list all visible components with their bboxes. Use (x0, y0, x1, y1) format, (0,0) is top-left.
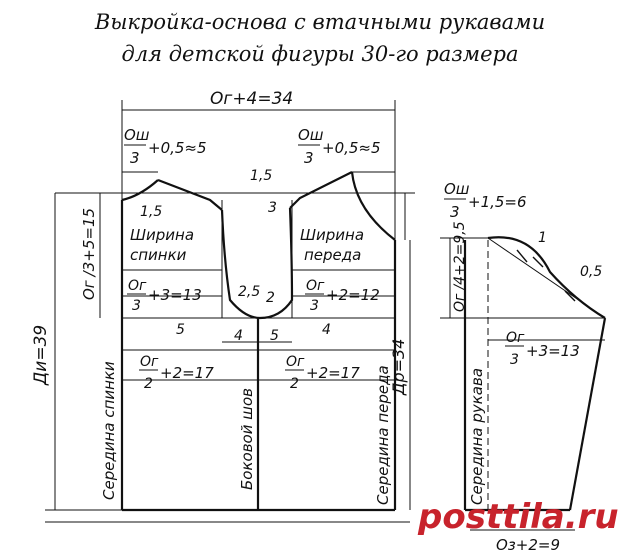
shoulder-suffix: +1,5=6 (468, 193, 527, 211)
front-half-og-num: Ог (286, 354, 305, 370)
di-label: Ди=39 (31, 325, 51, 386)
value-5-bottom: 5 (270, 328, 279, 344)
front-neck-suffix: +0,5≈5 (322, 139, 381, 157)
value-1-5-left: 1,5 (140, 204, 162, 220)
back-neck-curve (121, 179, 159, 202)
value-4-bottom: 4 (234, 328, 243, 344)
side-seam-label: Боковой шов (238, 388, 256, 490)
back-width-suffix: +3=13 (148, 286, 202, 304)
cap-mark-3 (564, 290, 576, 302)
value-1: 1 (538, 230, 547, 246)
front-width-label-1: Ширина (300, 226, 364, 244)
armhole-depth-label: Ог/3+5=15 (80, 208, 98, 300)
value-4-right: 4 (322, 322, 331, 338)
armhole-og-den: 3 (80, 262, 98, 272)
mid-sleeve-label: Середина рукава (468, 368, 486, 505)
front-width-label-2: переда (304, 246, 361, 264)
front-og-den: 3 (310, 298, 319, 314)
watermark-logo: posttila.ru (417, 497, 619, 537)
value-2: 2 (266, 290, 275, 306)
value-2-5: 2,5 (238, 284, 260, 300)
cap-mark-2 (532, 256, 544, 268)
armhole-curve (220, 207, 294, 320)
front-osh-num: Ош (298, 126, 324, 144)
back-half-og-den: 2 (144, 376, 153, 392)
dr-label: Др=34 (389, 339, 408, 396)
front-width-suffix: +2=12 (326, 286, 380, 304)
sleeve-underarm (568, 317, 607, 511)
shoulder-osh-den: 3 (450, 203, 460, 221)
value-1-5-top: 1,5 (250, 168, 272, 184)
sleeve-outline (440, 236, 607, 531)
value-0-5: 0,5 (580, 264, 602, 280)
sleeve-cap-suffix: +2=9,5 (452, 221, 468, 276)
back-osh-num: Ош (124, 126, 150, 144)
sleeve-cap-label: Ог/4+2=9,5 (452, 221, 468, 312)
title-line-2: для детской фигуры 30-го размера (121, 42, 519, 66)
back-half-suffix: +2=17 (160, 364, 214, 382)
wrist-label: Оз+2=9 (496, 536, 560, 554)
back-neck-suffix: +0,5≈5 (148, 139, 207, 157)
value-3: 3 (268, 200, 277, 216)
back-osh-den: 3 (130, 149, 140, 167)
cap-mark-1 (516, 249, 528, 263)
front-shoulder-line (289, 171, 353, 209)
front-og-num: Ог (306, 278, 325, 294)
front-half-suffix: +2=17 (306, 364, 360, 382)
sleeve-cap-chord (487, 237, 606, 319)
back-og-den: 3 (132, 298, 141, 314)
title-line-1: Выкройка-основа с втачными рукавами (94, 10, 546, 34)
back-og-num: Ог (128, 278, 147, 294)
value-5-left: 5 (176, 322, 185, 338)
armhole-depth-suffix: +5=15 (80, 208, 98, 262)
mid-front-label: Середина переда (374, 365, 392, 505)
back-half-og-num: Ог (140, 354, 159, 370)
front-neck-curve (350, 171, 396, 241)
front-osh-den: 3 (304, 149, 314, 167)
og-total-label: Ог+4=34 (210, 89, 293, 109)
bodice-outline (45, 100, 415, 523)
back-width-label-2: спинки (130, 246, 187, 264)
back-shoulder-line (157, 178, 223, 211)
sleeve-width-suffix: +3=13 (526, 342, 580, 360)
sleeve-og-den-2: 3 (510, 352, 519, 368)
shoulder-osh-num: Ош (444, 180, 470, 198)
back-width-label-1: Ширина (130, 226, 194, 244)
front-half-og-den: 2 (290, 376, 299, 392)
mid-back-label: Середина спинки (100, 361, 118, 500)
sleeve-og-den: 4 (452, 276, 468, 285)
sleeve-og-num: Ог (452, 293, 468, 312)
armhole-og-num: Ог (80, 280, 98, 300)
sleeve-og-num-2: Ог (506, 330, 525, 346)
